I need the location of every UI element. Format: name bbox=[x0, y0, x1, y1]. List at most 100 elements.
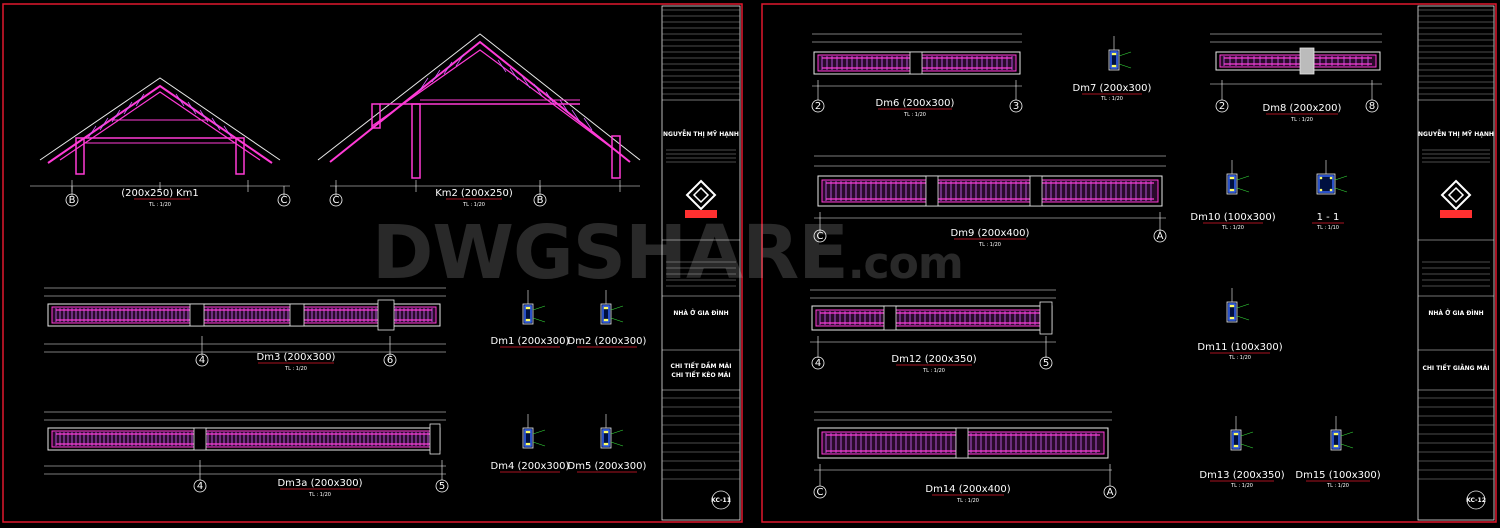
dm6-scale: TL : 1/20 bbox=[903, 112, 926, 118]
km1-scale: TL : 1/20 bbox=[148, 202, 171, 208]
axis-b-km2: B bbox=[537, 195, 544, 206]
km1-title: (200x250)Km1 bbox=[121, 188, 199, 199]
dm12-scale: TL : 1/20 bbox=[922, 368, 945, 374]
dm7-title: Dm7 (200x300) bbox=[1073, 83, 1152, 94]
axis-c-dm9: C bbox=[817, 231, 824, 242]
dm12-title: Dm12 (200x350) bbox=[891, 354, 976, 365]
left-sheet: B C (200x250)Km1 TL : 1/20 bbox=[2, 3, 743, 523]
section-bar bbox=[1233, 444, 1237, 448]
section-stirrup bbox=[1228, 303, 1236, 321]
beam-dm12: 4 5 Dm12 (200x350) TL : 1/20 bbox=[810, 289, 1056, 374]
company-logo-left bbox=[685, 179, 717, 218]
drawing-title-left-1: CHI TIẾT DẦM MÁI bbox=[671, 361, 732, 370]
dm3-stirrups bbox=[55, 308, 433, 322]
section-outline bbox=[522, 303, 534, 325]
section-bar bbox=[1231, 176, 1235, 180]
section-bar bbox=[605, 306, 609, 310]
section-stirrup bbox=[1318, 175, 1334, 193]
section-outline bbox=[522, 427, 534, 449]
section-stirrup bbox=[602, 429, 610, 447]
section-bar bbox=[527, 306, 531, 310]
section-stirrup bbox=[1228, 175, 1236, 193]
section-dm10 bbox=[1226, 160, 1250, 195]
truss-km2: C B Km2(200x250) TL : 1/20 bbox=[317, 33, 641, 208]
section-bar bbox=[1111, 52, 1115, 56]
right-sheet-frame bbox=[761, 3, 1497, 523]
section-bar bbox=[525, 430, 529, 434]
section-bar bbox=[605, 318, 609, 322]
section-stirrup bbox=[1332, 431, 1340, 449]
km2-scale: TL : 1/20 bbox=[462, 202, 485, 208]
dm2-title: Dm2 (200x300) bbox=[568, 336, 647, 347]
dm10-title: Dm10 (100x300) bbox=[1190, 212, 1275, 223]
section-bar bbox=[1319, 176, 1323, 180]
section-bar bbox=[1229, 304, 1233, 308]
section-leader bbox=[1236, 303, 1250, 309]
section-leader bbox=[1340, 431, 1354, 437]
section-leader bbox=[610, 429, 624, 435]
dm3-title: Dm3 (200x300) bbox=[257, 352, 336, 363]
section-bar bbox=[1333, 432, 1337, 436]
section-bar bbox=[525, 318, 529, 322]
axis-4-dm12: 4 bbox=[815, 358, 821, 369]
dm3a-scale: TL : 1/20 bbox=[308, 492, 331, 498]
watermark: DWGSHARE.com bbox=[372, 210, 964, 296]
section-bar bbox=[1333, 444, 1337, 448]
section-leader bbox=[1340, 443, 1354, 449]
section-bar bbox=[1229, 188, 1233, 192]
section-leader bbox=[532, 441, 546, 447]
beam-dm6: 2 3 Dm6 (200x300) TL : 1/20 bbox=[811, 33, 1023, 118]
section-bar bbox=[1113, 64, 1117, 68]
axis-3-dm6: 3 bbox=[1013, 101, 1019, 112]
section-outline bbox=[1230, 429, 1242, 451]
section-outline bbox=[1226, 301, 1238, 323]
dm6-title: Dm6 (200x300) bbox=[876, 98, 955, 109]
dm12-stirrups bbox=[819, 311, 1044, 325]
section-bar bbox=[1329, 176, 1333, 180]
right-sheet: 2 3 Dm6 (200x300) TL : 1/20 Dm7 (200x300… bbox=[761, 3, 1497, 523]
section-outline bbox=[600, 303, 612, 325]
axis-2-dm6: 2 bbox=[815, 101, 821, 112]
section-leader bbox=[1118, 51, 1132, 57]
section-1-1-title: 1 - 1 bbox=[1317, 212, 1340, 223]
section-bar bbox=[1335, 432, 1339, 436]
axis-b-km1: B bbox=[69, 195, 76, 206]
section-leader bbox=[532, 317, 546, 323]
section-bar bbox=[1235, 444, 1239, 448]
section-bar bbox=[1319, 188, 1323, 192]
section-bar bbox=[605, 430, 609, 434]
section-bar bbox=[1111, 64, 1115, 68]
project-name-left: NHÀ Ở GIA ĐÌNH bbox=[673, 309, 728, 317]
dm10-scale: TL : 1/20 bbox=[1221, 225, 1244, 231]
dm11-title: Dm11 (100x300) bbox=[1197, 342, 1282, 353]
section-bar bbox=[605, 442, 609, 446]
section-leader bbox=[1334, 187, 1348, 193]
left-sheet-frame bbox=[2, 3, 743, 523]
section-leader bbox=[1236, 175, 1250, 181]
dm15-title: Dm15 (100x300) bbox=[1295, 470, 1380, 481]
section-dm2 bbox=[600, 290, 624, 325]
section-stirrup bbox=[1232, 431, 1240, 449]
axis-c-dm14: C bbox=[817, 487, 824, 498]
dm4-title: Dm4 (200x300) bbox=[491, 461, 570, 472]
watermark-main: DWGSHARE bbox=[372, 210, 849, 296]
section-bar bbox=[1335, 444, 1339, 448]
title-block-left: NGUYỄN THỊ MỸ HẠNH NHÀ Ở GIA ĐÌNH CHI TI… bbox=[661, 5, 741, 521]
section-bar bbox=[525, 442, 529, 446]
dm8-scale: TL : 1/20 bbox=[1290, 117, 1313, 123]
truss-km1: B C (200x250)Km1 TL : 1/20 bbox=[30, 77, 291, 208]
section-leader bbox=[1236, 187, 1250, 193]
section-dm1 bbox=[522, 290, 546, 325]
axis-4-dm3a: 4 bbox=[197, 481, 203, 492]
section-1-1 bbox=[1316, 160, 1348, 195]
axis-c-km2: C bbox=[333, 195, 340, 206]
section-leader bbox=[1334, 175, 1348, 181]
drawing-title-left-2: CHI TIẾT KÈO MÁI bbox=[671, 371, 730, 379]
axis-8-dm8: 8 bbox=[1369, 101, 1375, 112]
beam-dm14: C A Dm14 (200x400) TL : 1/20 bbox=[813, 411, 1117, 504]
project-name-right: NHÀ Ở GIA ĐÌNH bbox=[1428, 309, 1483, 317]
section-1-1-scale: TL : 1/10 bbox=[1316, 225, 1339, 231]
dm13-scale: TL : 1/20 bbox=[1230, 483, 1253, 489]
axis-5-dm12: 5 bbox=[1043, 358, 1049, 369]
dm8-title: Dm8 (200x200) bbox=[1263, 103, 1342, 114]
